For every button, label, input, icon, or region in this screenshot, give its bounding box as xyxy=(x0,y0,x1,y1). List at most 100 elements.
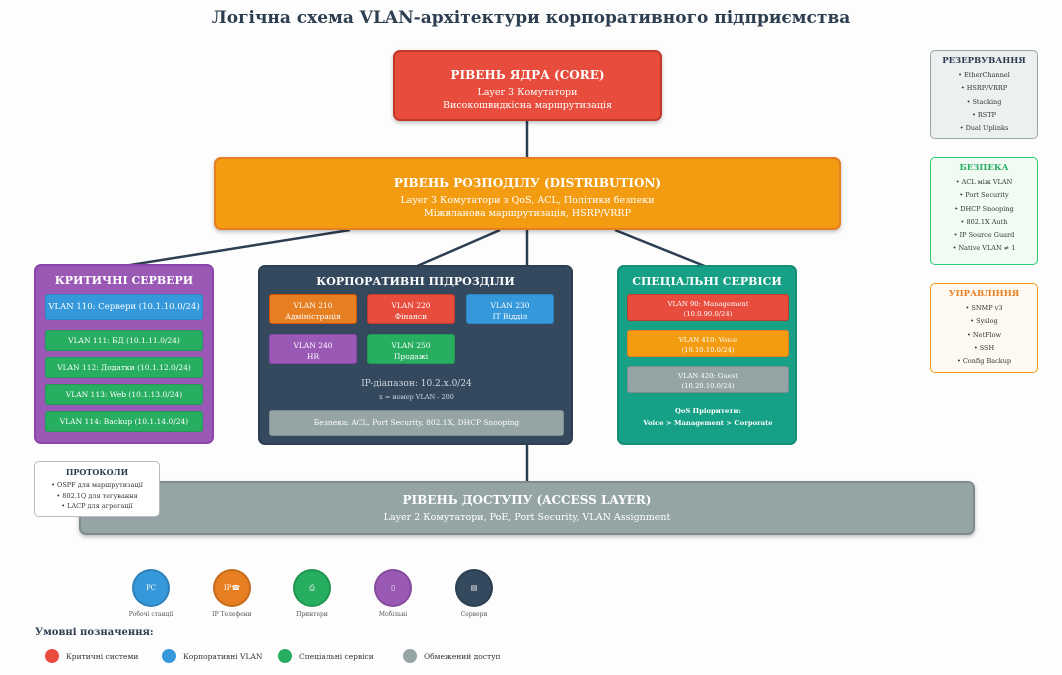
distribution-line1: Layer 3 Комутатори з QoS, ACL, Політики … xyxy=(400,195,655,206)
management-box: УПРАВЛІННЯ • SNMP v3 • Syslog • NetFlow … xyxy=(930,283,1038,373)
ip-range-note: x = номер VLAN - 200 xyxy=(379,393,454,401)
protocols-item: • LACP для агрегації xyxy=(61,502,133,510)
redundancy-heading: РЕЗЕРВУВАННЯ xyxy=(942,56,1026,66)
vlan-410-id: VLAN 410: Voice xyxy=(678,336,738,344)
special-services-panel: СПЕЦІАЛЬНІ СЕРВІСИ VLAN 90: Management (… xyxy=(617,265,797,445)
qos-order: Voice > Management > Corporate xyxy=(643,419,773,427)
protocols-item: • 802.1Q для тегування xyxy=(56,491,138,500)
vlan-220-box: VLAN 220 Фінанси xyxy=(367,294,455,324)
servers-icon: ▤ xyxy=(455,569,493,607)
mobile-label: Мобільні xyxy=(378,611,408,618)
security-item: • IP Source Guard xyxy=(953,231,1015,240)
management-item: • NetFlow xyxy=(966,330,1002,339)
management-item: • SNMP v3 xyxy=(965,304,1003,312)
corporate-security-box: Безпека: ACL, Port Security, 802.1X, DHC… xyxy=(269,410,564,436)
vlan-240-id: VLAN 240 xyxy=(293,341,333,350)
printers-icon: ⎙ xyxy=(293,569,331,607)
security-box: БЕЗПЕКА • ACL між VLAN • Port Security •… xyxy=(930,157,1038,265)
core-line1: Layer 3 Комутатори xyxy=(477,87,578,98)
vlan-220-id: VLAN 220 xyxy=(391,301,431,310)
vlan-410-net: (10.10.10.0/24) xyxy=(681,346,735,354)
corporate-departments-panel: КОРПОРАТИВНІ ПІДРОЗДІЛИ VLAN 210 Адмініс… xyxy=(258,265,573,445)
management-item: • Syslog xyxy=(970,317,998,326)
protocols-box: ПРОТОКОЛИ • OSPF для маршрутизації • 802… xyxy=(34,461,160,517)
redundancy-item: • Dual Uplinks xyxy=(959,124,1009,133)
vlan-90-net: (10.0.90.0/24) xyxy=(683,310,733,318)
legend-dot-special xyxy=(278,649,292,663)
legend-label-restricted: Обмежений доступ xyxy=(424,652,501,661)
security-item: • 802.1X Auth xyxy=(960,217,1008,226)
legend-dot-corporate xyxy=(162,649,176,663)
vlan-420-box: VLAN 420: Guest (10.20.10.0/24) xyxy=(627,366,789,393)
redundancy-item: • EtherChannel xyxy=(958,71,1010,79)
critical-servers-panel: КРИТИЧНІ СЕРВЕРИ VLAN 110: Сервери (10.1… xyxy=(34,264,214,444)
legend-label-corporate: Корпоративні VLAN xyxy=(183,652,263,661)
vlan-113-box: VLAN 113: Web (10.1.13.0/24) xyxy=(45,384,203,405)
core-layer-box: РІВЕНЬ ЯДРА (CORE) Layer 3 Комутатори Ви… xyxy=(393,50,662,121)
distribution-to-special-line xyxy=(614,228,708,269)
management-item: • SSH xyxy=(973,343,995,352)
legend-label-critical: Критичні системи xyxy=(66,652,139,661)
vlan-230-box: VLAN 230 IT Відділ xyxy=(466,294,554,324)
page-title: Логічна схема VLAN-архітектури корпорати… xyxy=(211,8,851,28)
vlan-240-box: VLAN 240 HR xyxy=(269,334,357,364)
printers-label: Принтери xyxy=(296,611,328,618)
mobile-icon: ▯ xyxy=(374,569,412,607)
legend-title: Умовні позначення: xyxy=(35,627,154,638)
distribution-line2: Міжвланова маршрутизація, HSRP/VRRP xyxy=(424,208,631,219)
vlan-210-name: Адміністрація xyxy=(285,312,341,321)
distribution-to-corporate-line xyxy=(414,228,501,269)
core-line2: Високошвидкісна маршрутизація xyxy=(443,100,612,111)
vlan-210-box: VLAN 210 Адміністрація xyxy=(269,294,357,324)
core-heading: РІВЕНЬ ЯДРА (CORE) xyxy=(450,68,605,82)
vlan-240-name: HR xyxy=(306,352,320,361)
vlan-90-box: VLAN 90: Management (10.0.90.0/24) xyxy=(627,294,789,321)
qos-title: QoS Пріоритети: xyxy=(674,407,742,415)
legend-dot-restricted xyxy=(403,649,417,663)
protocols-item: • OSPF для маршрутизації xyxy=(51,481,143,489)
special-services-heading: СПЕЦІАЛЬНІ СЕРВІСИ xyxy=(632,275,782,288)
corporate-heading: КОРПОРАТИВНІ ПІДРОЗДІЛИ xyxy=(316,275,515,288)
vlan-230-id: VLAN 230 xyxy=(490,301,530,310)
ip-phones-icon: IP☎ xyxy=(213,569,251,607)
distribution-heading: РІВЕНЬ РОЗПОДІЛУ (DISTRIBUTION) xyxy=(393,176,662,190)
ip-phones-label: IP Телефони xyxy=(212,611,252,618)
redundancy-box: РЕЗЕРВУВАННЯ • EtherChannel • HSRP/VRRP … xyxy=(930,50,1038,139)
redundancy-item: • RSTP xyxy=(972,110,996,119)
servers-label: Сервери xyxy=(460,611,488,618)
access-layer-box: РІВЕНЬ ДОСТУПУ (ACCESS LAYER) Layer 2 Ко… xyxy=(79,481,975,535)
vlan-220-name: Фінанси xyxy=(394,312,428,321)
vlan-210-id: VLAN 210 xyxy=(293,301,333,310)
management-heading: УПРАВЛІННЯ xyxy=(948,289,1020,299)
access-heading: РІВЕНЬ ДОСТУПУ (ACCESS LAYER) xyxy=(402,493,652,507)
management-item: • Config Backup xyxy=(956,357,1012,366)
distribution-to-critical-line xyxy=(123,228,351,268)
critical-servers-heading: КРИТИЧНІ СЕРВЕРИ xyxy=(54,274,194,287)
vlan-111-box: VLAN 111: БД (10.1.11.0/24) xyxy=(45,330,203,351)
workstations-icon: PC xyxy=(132,569,170,607)
security-item: • DHCP Snooping xyxy=(954,204,1014,213)
vlan-230-name: IT Відділ xyxy=(492,312,528,321)
security-item: • ACL між VLAN xyxy=(955,178,1013,186)
vlan-410-box: VLAN 410: Voice (10.10.10.0/24) xyxy=(627,330,789,357)
vlan-114-box: VLAN 114: Backup (10.1.14.0/24) xyxy=(45,411,203,432)
vlan-250-name: Продажі xyxy=(393,352,429,361)
vlan-250-box: VLAN 250 Продажі xyxy=(367,334,455,364)
distribution-layer-box: РІВЕНЬ РОЗПОДІЛУ (DISTRIBUTION) Layer 3 … xyxy=(214,157,841,230)
security-item: • Native VLAN ≠ 1 xyxy=(952,244,1016,253)
legend-label-special: Спеціальні сервіси xyxy=(299,652,374,661)
redundancy-item: • HSRP/VRRP xyxy=(960,84,1008,93)
legend-dot-critical xyxy=(45,649,59,663)
vlan-420-id: VLAN 420: Guest xyxy=(678,372,738,380)
vlan-250-id: VLAN 250 xyxy=(391,341,431,350)
security-heading: БЕЗПЕКА xyxy=(959,163,1009,173)
redundancy-item: • Stacking xyxy=(966,97,1002,106)
protocols-heading: ПРОТОКОЛИ xyxy=(65,467,129,477)
workstations-label: Робочі станції xyxy=(128,611,174,618)
vlan-420-net: (10.20.10.0/24) xyxy=(681,382,735,390)
vlan-112-box: VLAN 112: Додатки (10.1.12.0/24) xyxy=(45,357,203,378)
access-line1: Layer 2 Комутатори, PoE, Port Security, … xyxy=(383,512,671,523)
vlan-90-id: VLAN 90: Management xyxy=(667,300,749,308)
vlan-110-box: VLAN 110: Сервери (10.1.10.0/24) xyxy=(45,294,203,320)
